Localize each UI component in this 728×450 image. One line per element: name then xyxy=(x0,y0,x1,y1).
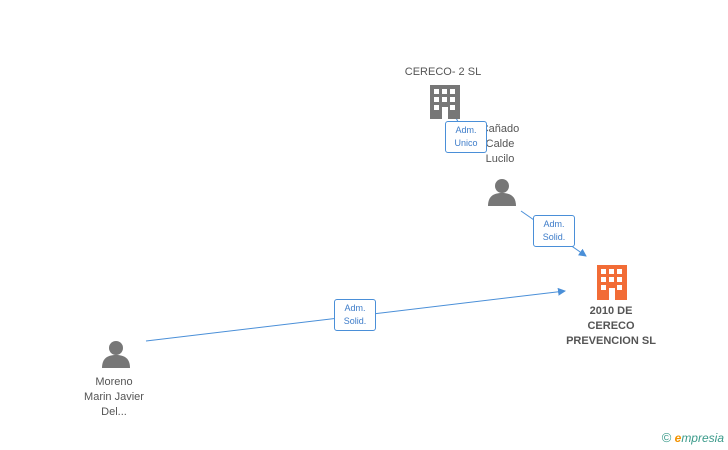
company-name-line[interactable]: CERECO xyxy=(587,320,635,332)
person-icon[interactable] xyxy=(102,341,130,368)
person-node-label[interactable]: Cañado Calde Lucilo xyxy=(455,122,545,167)
person-icon[interactable] xyxy=(488,179,516,206)
role-text: Unico xyxy=(454,138,478,148)
brand-initial: e xyxy=(674,431,682,445)
role-text: Solid. xyxy=(343,316,367,326)
person-name-line[interactable]: Marin Javier xyxy=(84,391,144,403)
company-name[interactable]: CERECO- 2 SL xyxy=(404,66,482,78)
person-name-line[interactable]: Lucilo xyxy=(485,153,515,165)
role-text: Adm. xyxy=(455,125,477,135)
person-node-label[interactable]: Moreno Marin Javier Del... xyxy=(68,375,160,420)
role-text: Adm. xyxy=(344,303,366,313)
person-name-line[interactable]: Calde xyxy=(485,138,515,150)
empresia-watermark: © empresia xyxy=(662,430,724,445)
building-icon[interactable] xyxy=(430,85,460,119)
role-badge: Adm. Unico xyxy=(445,121,487,153)
person-name-line[interactable]: Del... xyxy=(101,406,127,418)
brand-name: mpresia xyxy=(681,431,724,445)
company-name-line[interactable]: PREVENCION SL xyxy=(566,335,656,347)
role-text: Solid. xyxy=(542,232,566,242)
focus-company-node-label[interactable]: 2010 DE CERECO PREVENCION SL xyxy=(555,304,667,349)
role-badge: Adm. Solid. xyxy=(334,299,376,331)
company-name-line[interactable]: 2010 DE xyxy=(589,305,633,317)
company-node-label[interactable]: CERECO- 2 SL xyxy=(388,65,498,80)
copyright-icon: © xyxy=(661,430,672,445)
person-name-line[interactable]: Moreno xyxy=(95,376,133,388)
person-name-line[interactable]: Cañado xyxy=(480,123,520,135)
role-badge: Adm. Solid. xyxy=(533,215,575,247)
role-text: Adm. xyxy=(543,219,565,229)
building-icon[interactable] xyxy=(597,265,627,300)
